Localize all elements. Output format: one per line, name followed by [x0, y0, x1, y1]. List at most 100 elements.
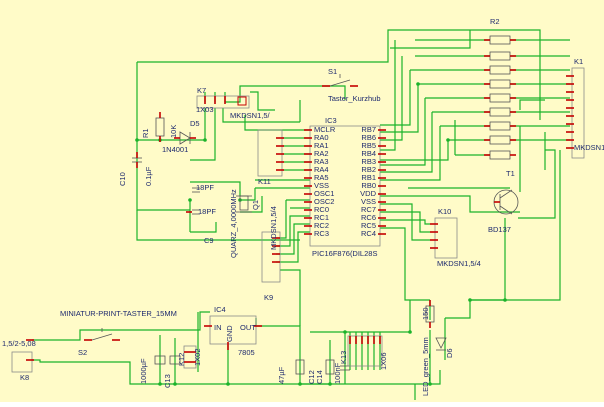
- r150-value: 150: [421, 307, 430, 320]
- c9-label: C9: [204, 236, 214, 245]
- ic3-pin-label: RC0: [314, 205, 329, 214]
- d5-label: D5: [190, 119, 200, 128]
- t1-part: BD137: [488, 225, 511, 234]
- ic4-gnd: GND: [225, 325, 234, 342]
- k9-label: K9: [264, 293, 273, 302]
- bottom-capacitors: 1000µF C13 47µF C12 C14 100nF: [139, 355, 350, 388]
- resistor-stack: R2: [484, 17, 516, 160]
- led-label: LED_green_5mm: [421, 337, 430, 396]
- ic3-pin-label: RA3: [314, 157, 329, 166]
- c10-label: C10: [118, 172, 127, 186]
- k10-label: K10: [438, 207, 451, 216]
- ic4-out: OUT: [240, 323, 256, 332]
- ic3-pin-label: RC7: [361, 205, 376, 214]
- ic3-pin-label: RA0: [314, 133, 329, 142]
- s2-switch: MINIATUR-PRINT-TASTER_15MM S2: [60, 309, 177, 357]
- c-18pf-b: 18PF: [198, 207, 216, 216]
- ic3-pin-label: RC5: [361, 221, 376, 230]
- led-branch: 150 D6 LED_green_5mm: [421, 300, 454, 396]
- c10-value: 0.1µF: [144, 166, 153, 186]
- k11-label: K11: [258, 177, 271, 186]
- ic3-pin-labels-right: RB7RB6RB5RB4RB3RB2RB1RB0VDDVSSRC7RC6RC5R…: [360, 125, 376, 238]
- k9-part: MKDSN1,5/4: [269, 206, 278, 250]
- ic3-pin-label: RC3: [314, 229, 329, 238]
- k12-connector: K12 1X02: [177, 345, 202, 369]
- s2-label: S2: [78, 348, 87, 357]
- ic3-pin-label: RC1: [314, 213, 329, 222]
- ic3-pin-label: RB3: [361, 157, 376, 166]
- ic3-pin-labels-left: MCLRRA0RA1RA2RA3RA4RA5VSSOSC1OSC2RC0RC1R…: [314, 125, 336, 238]
- c-47uf: 47µF: [277, 366, 286, 384]
- k1-label: K1: [574, 57, 583, 66]
- d5-diode: D5 1N4001: [162, 119, 200, 154]
- r2-label: R2: [490, 17, 500, 26]
- ic4-part: 7805: [238, 348, 255, 357]
- r1-label: R1: [141, 128, 150, 138]
- s1-switch: S1 Taster_Kurzhub: [322, 67, 381, 103]
- ic3-pin-label: RC2: [314, 221, 329, 230]
- ic3-right-pins: [378, 129, 386, 235]
- ic3-pin-label: RB2: [361, 165, 376, 174]
- ic3-pin-label: RC4: [361, 229, 376, 238]
- ic4-in: IN: [214, 323, 222, 332]
- s1-label: S1: [328, 67, 337, 76]
- k12-label: K12: [177, 353, 186, 366]
- ic3-pin-label: RB4: [361, 149, 376, 158]
- c-18pf-a: 18PF: [196, 183, 214, 192]
- k13-label: K13: [339, 351, 348, 364]
- k11-connector: K11: [257, 129, 284, 186]
- ic3-pin-label: RB7: [361, 125, 376, 134]
- ic4-label: IC4: [214, 305, 226, 314]
- ic3-pin-label: RA5: [314, 173, 329, 182]
- ic3-pin-label: MCLR: [314, 125, 336, 134]
- q1-label: Q1: [251, 200, 260, 210]
- k13-part: 1X06: [379, 352, 388, 370]
- ic3-pin-label: RB1: [361, 173, 376, 182]
- ic3-pin-label: RB5: [361, 141, 376, 150]
- ic3-pin-label: OSC2: [314, 197, 334, 206]
- q1-value: QUARZ_4,0000MHz: [229, 189, 238, 258]
- c12-label: C12: [307, 370, 316, 384]
- c13-label: C13: [163, 374, 172, 388]
- t1-label: T1: [506, 169, 515, 178]
- ic3-label: IC3: [325, 116, 337, 125]
- ic3-pin-label: RB6: [361, 133, 376, 142]
- c10-capacitor: C10 0.1µF: [118, 152, 153, 186]
- junction-dots: [135, 82, 507, 386]
- s2-caption: MINIATUR-PRINT-TASTER_15MM: [60, 309, 177, 318]
- d5-part: 1N4001: [162, 145, 188, 154]
- k13-connector: K13 1X06: [339, 335, 388, 370]
- ic3-pin-label: RC6: [361, 213, 376, 222]
- k10-part: MKDSN1,5/4: [437, 259, 481, 268]
- q1-crystal: Q1 QUARZ_4,0000MHz: [229, 189, 260, 258]
- ic3-pin-label: OSC1: [314, 189, 334, 198]
- k10-connector: K10 MKDSN1,5/4: [430, 207, 481, 268]
- k12-part: 1X02: [193, 348, 202, 366]
- crystal-capacitors: 18PF 18PF C9: [186, 183, 216, 245]
- k8-part: 1,5/2-5,08: [2, 339, 36, 348]
- ic3-pin-label: VSS: [314, 181, 329, 190]
- c14-label: C14: [315, 370, 324, 384]
- k1-connector: K1 MKDSN1: [566, 57, 604, 159]
- c-100nf: 100nF: [333, 362, 342, 384]
- ic4-regulator: IC4 IN OUT GND 7805: [204, 305, 262, 357]
- ic3-pin-label: RA4: [314, 165, 329, 174]
- ic3-part: PIC16F876(DIL28S: [312, 249, 377, 258]
- wire-net: [32, 29, 570, 400]
- ic3-pin-label: VDD: [360, 189, 376, 198]
- r1-resistor: R1 10K: [141, 112, 178, 142]
- t1-transistor: T1 BD137: [488, 169, 519, 234]
- k9-connector: K9 MKDSN1,5/4: [261, 206, 281, 302]
- ic3-chip: MCLRRA0RA1RA2RA3RA4RA5VSSOSC1OSC2RC0RC1R…: [304, 116, 386, 258]
- r1-value: 10K: [169, 125, 178, 138]
- k8-connector: 1,5/2-5,08 K8: [2, 339, 36, 382]
- k7-part: MKDSN1,5/: [230, 111, 271, 120]
- ic3-pin-label: RA2: [314, 149, 329, 158]
- k7-label: K7: [197, 86, 206, 95]
- k7-sub: 1X03: [196, 105, 214, 114]
- ic3-pin-label: RB0: [361, 181, 376, 190]
- d6-label: D6: [445, 348, 454, 358]
- ic3-pin-label: VSS: [361, 197, 376, 206]
